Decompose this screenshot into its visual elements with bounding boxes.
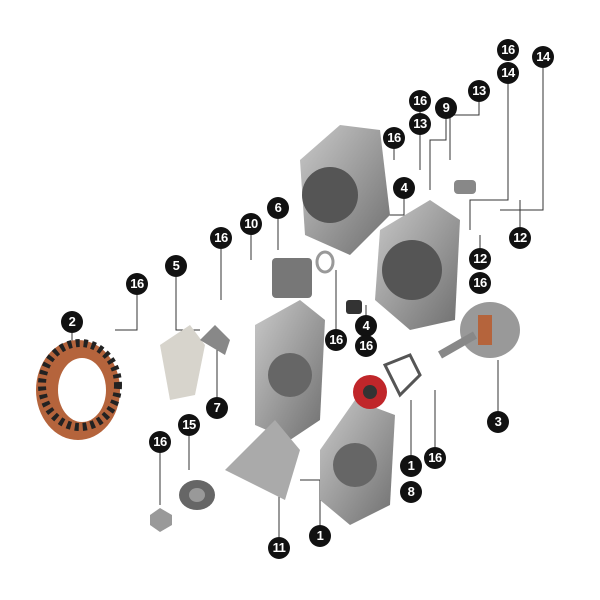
callout: 16 (497, 39, 519, 61)
callout: 13 (409, 113, 431, 135)
leader-lines (71, 68, 544, 537)
nut (150, 508, 172, 532)
callout: 2 (61, 311, 83, 333)
callout: 1 (309, 525, 331, 547)
callout: 16 (126, 273, 148, 295)
pulley (179, 480, 215, 510)
fan (225, 420, 300, 500)
callout: 14 (532, 46, 554, 68)
callout: 6 (267, 197, 289, 219)
callout: 16 (325, 329, 347, 351)
end-plate (255, 300, 325, 440)
drive-end-frame (320, 400, 395, 525)
rectifier (200, 325, 230, 355)
callout: 16 (355, 335, 377, 357)
callout: 13 (468, 80, 490, 102)
callout: 16 (424, 447, 446, 469)
callout: 16 (149, 431, 171, 453)
callout: 4 (393, 177, 415, 199)
callout: 16 (469, 272, 491, 294)
callout: 16 (409, 90, 431, 112)
callout: 9 (435, 97, 457, 119)
callout: 12 (469, 248, 491, 270)
spacer (346, 300, 362, 314)
front-housing (375, 200, 460, 330)
rear-housing (300, 125, 390, 255)
washer (315, 250, 335, 274)
callout: 16 (383, 127, 405, 149)
callout: 1 (400, 455, 422, 477)
callout: 7 (206, 397, 228, 419)
rotor (438, 302, 520, 359)
callout: 8 (400, 481, 422, 503)
retainer-plate (382, 353, 422, 398)
stator (36, 339, 122, 440)
bearing (353, 375, 387, 409)
callout: 11 (268, 537, 290, 559)
bushing (454, 180, 476, 194)
callout: 3 (487, 411, 509, 433)
callout: 12 (509, 227, 531, 249)
callout: 16 (210, 227, 232, 249)
callout: 10 (240, 213, 262, 235)
voltage-regulator (160, 325, 205, 400)
callout: 5 (165, 255, 187, 277)
callout: 14 (497, 62, 519, 84)
callout: 15 (178, 414, 200, 436)
callout: 4 (355, 315, 377, 337)
brush-holder (272, 258, 312, 298)
